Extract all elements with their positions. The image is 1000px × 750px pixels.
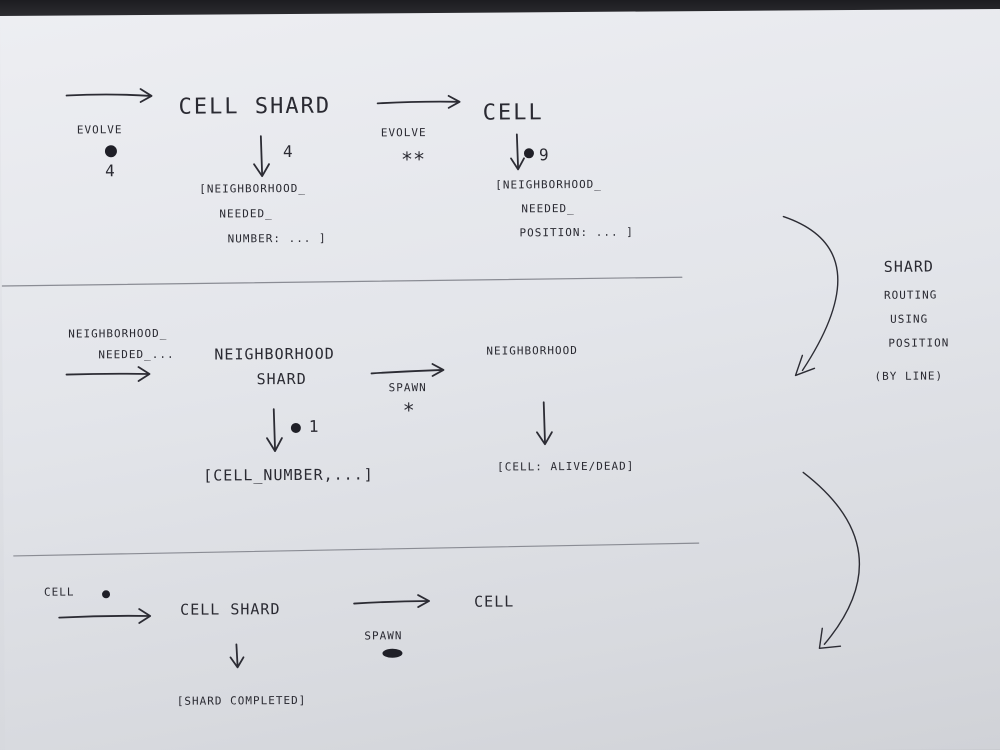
row3-input-arrow [58, 614, 151, 619]
row1-evolve-label-left: EVOLVE [76, 123, 123, 137]
row1-stars: ** [400, 147, 426, 172]
row1-bracket-left-line1: [NEIGHBORHOOD_ [199, 181, 306, 196]
side-note-line3: USING [890, 312, 929, 326]
row1-evolve-arrow-head [447, 94, 461, 109]
row1-bracket-right-line3: POSITION: ... ] [519, 225, 634, 240]
row2-bracket-right: [CELL: ALIVE/DEAD] [497, 459, 635, 474]
row1-bracket-right-line2: NEEDED_ [521, 201, 575, 216]
side-note-line2: ROUTING [883, 288, 938, 302]
row1-input-arrow-head [139, 88, 153, 103]
row1-left-count: 4 [105, 161, 116, 181]
row3-input-label: CELL [43, 585, 75, 599]
row3-shard-down-arrow [235, 643, 239, 667]
side-note-line5: (BY LINE) [874, 369, 944, 383]
row2-shard-down-label: 1 [308, 416, 320, 436]
paper-sheet: EVOLVE 4 CELL SHARD 4 [NEIGHBORHOOD_ NEE… [0, 9, 1000, 750]
row2-bracket-left: [CELL_NUMBER,...] [203, 465, 374, 485]
row2-neighborhood-down-arrow [542, 401, 546, 444]
row3-scribble-dot-spawn [382, 648, 403, 658]
divider-2 [13, 542, 700, 557]
row1-bracket-right-line1: [NEIGHBORHOOD_ [495, 177, 602, 192]
row2-shard-down-arrow-head [266, 437, 283, 452]
row2-input-line2: NEEDED_... [98, 347, 175, 362]
row2-input-arrow [65, 372, 150, 376]
divider-1 [1, 276, 683, 287]
ink-strokes [1, 88, 860, 669]
routing-curve-arrow-2 [802, 471, 860, 645]
row2-shard-down-arrow [272, 408, 276, 450]
row2-neighborhood-node: NEIGHBORHOOD [486, 343, 578, 358]
row1-evolve-label-mid: EVOLVE [380, 126, 427, 140]
row1-shard-down-arrow [259, 135, 264, 176]
side-note-line4: POSITION [888, 336, 950, 350]
row3-shard-down-arrow-head [229, 656, 245, 669]
row2-input-arrow-head [137, 366, 151, 382]
row3-input-arrow-head [138, 608, 152, 624]
side-note-line1: SHARD [883, 257, 934, 276]
row3-cell-shard-node: CELL SHARD [180, 600, 281, 619]
row1-bracket-left-line3: NUMBER: ... ] [227, 231, 327, 246]
row2-neighborhood-down-arrow-head [536, 431, 553, 446]
row3-scribble-dot-input [102, 590, 111, 599]
row2-star: * [402, 398, 415, 423]
row1-shard-down-label: 4 [282, 141, 294, 162]
row1-cell-node: CELL [482, 100, 544, 126]
row1-scribble-dot-left [104, 145, 117, 158]
row1-cell-down-arrow-head [510, 157, 525, 171]
row1-cell-shard-node: CELL SHARD [178, 93, 332, 120]
row2-scribble-dot-shard [290, 422, 301, 433]
row3-cell-node: CELL [474, 592, 515, 611]
row2-neighborhood-shard-line2: SHARD [256, 369, 307, 389]
row2-input-line1: NEIGHBORHOOD_ [68, 326, 168, 341]
routing-curve-arrow-1-head [794, 354, 816, 377]
routing-curve-arrow-1 [782, 215, 839, 372]
row2-spawn-arrow-head [431, 363, 445, 377]
row1-bracket-left-line2: NEEDED_ [219, 207, 273, 221]
row2-spawn-arrow [370, 369, 444, 375]
row2-spawn-label: SPAWN [388, 381, 427, 395]
row1-evolve-arrow [376, 100, 460, 105]
row1-input-arrow [65, 93, 152, 97]
row1-shard-down-arrow-head [253, 163, 270, 178]
row3-spawn-label: SPAWN [364, 629, 403, 643]
row3-spawn-arrow-head [417, 594, 430, 608]
row1-cell-down-arrow [515, 133, 519, 169]
row3-bracket: [SHARD COMPLETED] [176, 693, 307, 708]
row2-neighborhood-shard-line1: NEIGHBORHOOD [214, 344, 335, 364]
routing-curve-arrow-2-head [818, 627, 842, 649]
row1-cell-down-label: 9 [538, 145, 550, 165]
row1-scribble-dot-cell [523, 148, 534, 159]
row3-spawn-arrow [353, 600, 429, 605]
